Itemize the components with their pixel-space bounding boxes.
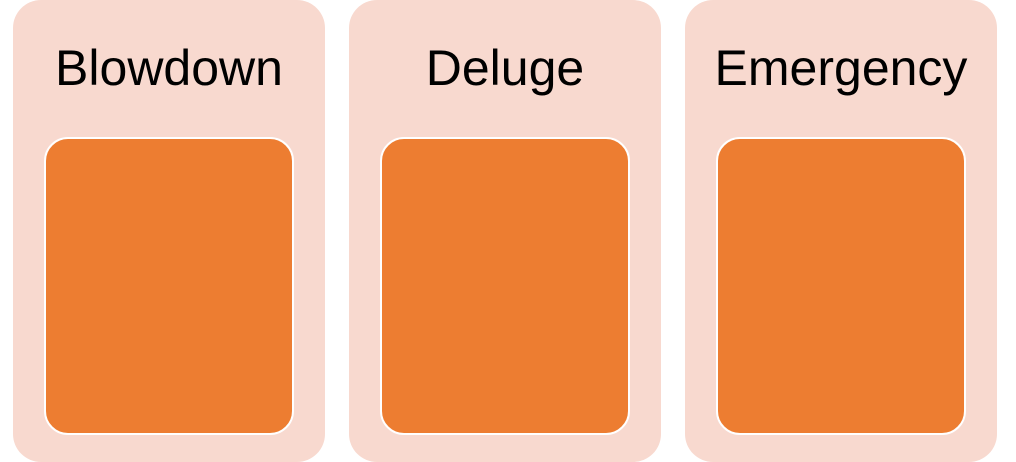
content-box bbox=[44, 137, 294, 435]
content-box bbox=[716, 137, 966, 435]
content-box bbox=[380, 137, 630, 435]
panel-title: Emergency bbox=[714, 40, 968, 96]
panel-emergency: Emergency bbox=[685, 0, 997, 462]
panel-title: Blowdown bbox=[55, 40, 283, 96]
panel-deluge: Deluge bbox=[349, 0, 661, 462]
panel-title: Deluge bbox=[425, 40, 585, 96]
panel-blowdown: Blowdown bbox=[13, 0, 325, 462]
